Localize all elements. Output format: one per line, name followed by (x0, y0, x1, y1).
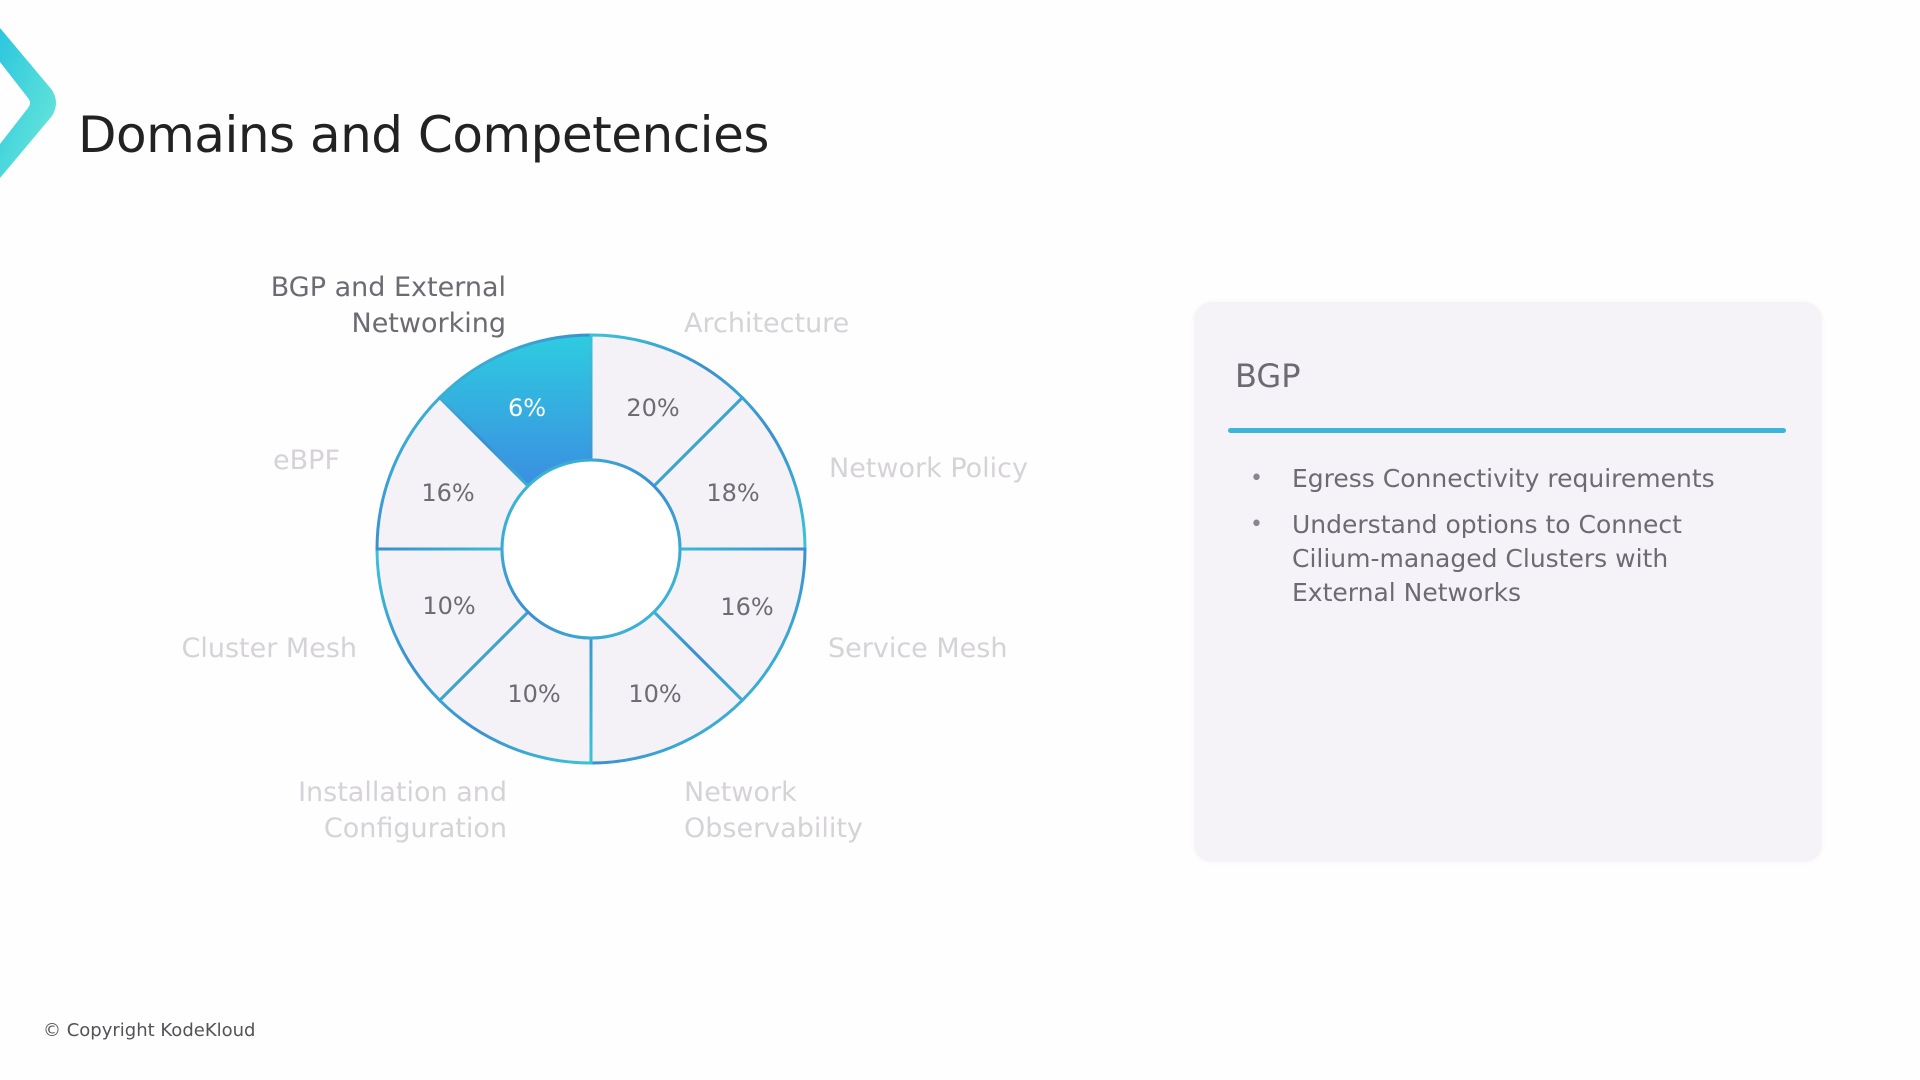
segment-label-installation-configuration[interactable]: Installation and Configuration (298, 777, 507, 844)
pct-cluster-mesh: 10% (422, 592, 476, 620)
detail-card: BGP • Egress Connectivity requirements •… (1194, 302, 1822, 862)
segment-label-service-mesh[interactable]: Service Mesh (828, 633, 1008, 664)
pct-ebpf: 16% (421, 479, 475, 507)
segment-label-architecture[interactable]: Architecture (684, 308, 850, 339)
pct-service-mesh: 16% (720, 593, 774, 621)
bullet-item: • Understand options to Connect Cilium-m… (1250, 510, 1682, 607)
pct-architecture: 20% (626, 394, 680, 422)
detail-card-divider (1228, 428, 1786, 433)
pct-network-observability: 10% (628, 680, 682, 708)
segment-label-network-observability[interactable]: Network Observability (684, 777, 863, 844)
page-title: Domains and Competencies (78, 105, 769, 164)
bullet-icon: • (1250, 512, 1263, 537)
segment-label-cluster-mesh[interactable]: Cluster Mesh (181, 633, 358, 664)
pct-bgp: 6% (507, 394, 547, 422)
detail-card-title: BGP (1235, 357, 1301, 395)
bullet-icon: • (1250, 466, 1263, 491)
copyright-footer: © Copyright KodeKloud (43, 1020, 256, 1041)
kodekloud-chevron-icon (0, 28, 56, 178)
detail-card-bullets: • Egress Connectivity requirements • Und… (1250, 462, 1770, 622)
bullet-item: • Egress Connectivity requirements (1250, 462, 1770, 496)
segment-label-network-policy[interactable]: Network Policy (829, 453, 1028, 484)
segment-label-bgp[interactable]: BGP and External Networking (270, 272, 506, 339)
segment-label-ebpf[interactable]: eBPF (273, 445, 340, 476)
pct-network-policy: 18% (706, 479, 760, 507)
pct-installation-configuration: 10% (507, 680, 561, 708)
